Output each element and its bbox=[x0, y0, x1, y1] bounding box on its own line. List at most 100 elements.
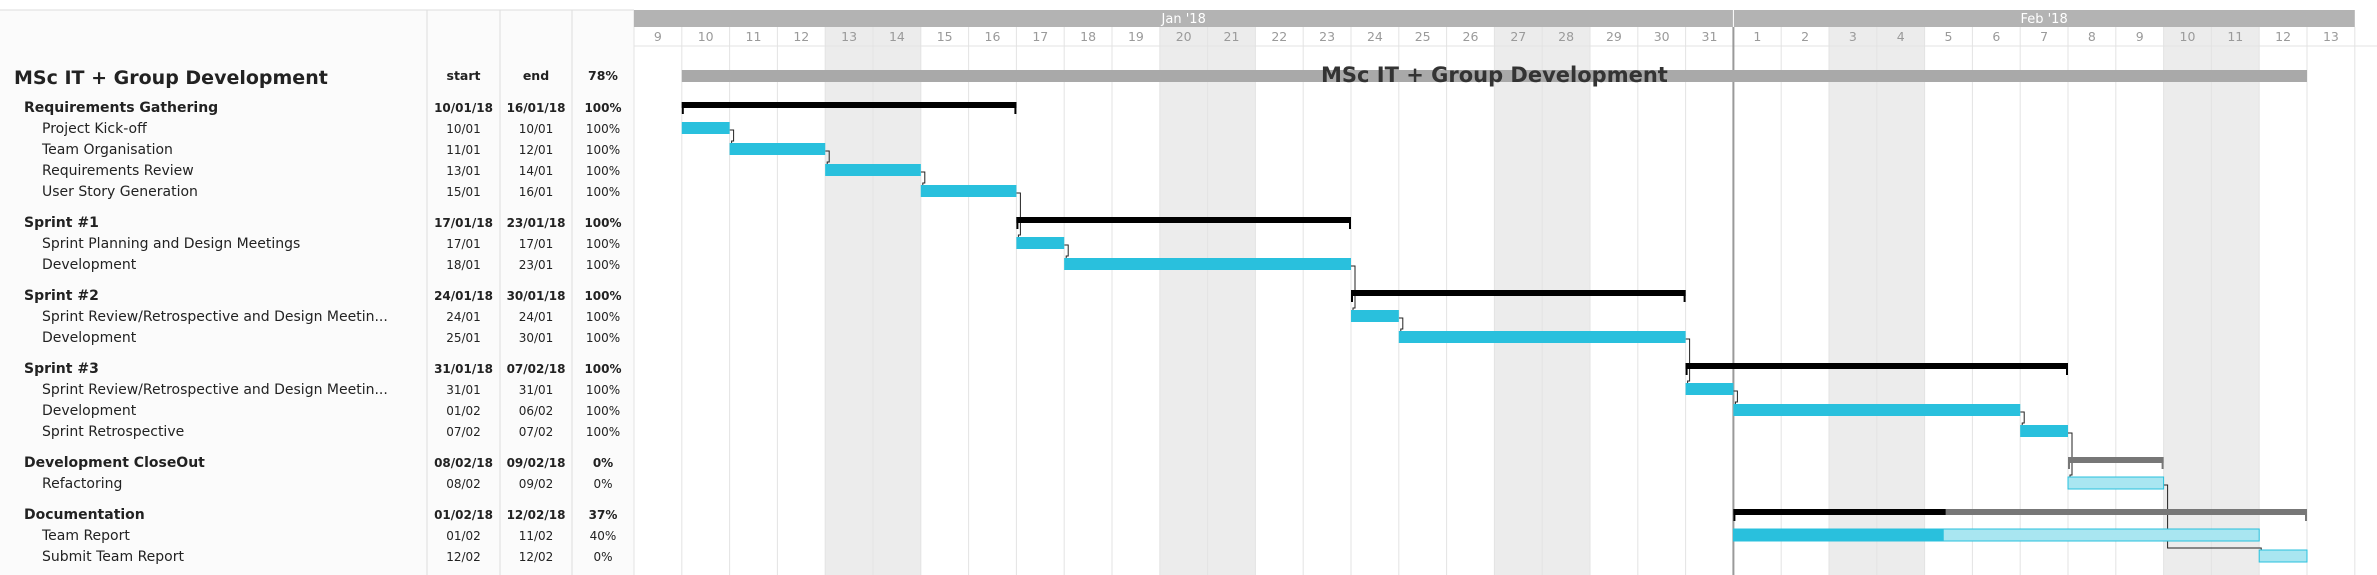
day-tick-label: 26 bbox=[1463, 29, 1479, 44]
end-date: 12/02/18 bbox=[507, 508, 566, 522]
group-bar[interactable] bbox=[1733, 509, 2307, 515]
weekend-shade bbox=[2211, 27, 2260, 575]
day-tick-label: 14 bbox=[889, 29, 905, 44]
month-label: Jan '18 bbox=[1161, 12, 1206, 27]
task-bar-progress bbox=[920, 185, 1017, 197]
day-tick-label: 7 bbox=[2040, 29, 2048, 44]
progress-value: 100% bbox=[586, 404, 620, 418]
column-header-progress: 78% bbox=[588, 68, 618, 83]
day-tick-label: 15 bbox=[937, 29, 953, 44]
day-tick-label: 13 bbox=[841, 29, 857, 44]
dependency-connector bbox=[1733, 390, 1738, 406]
task-bar[interactable] bbox=[2258, 549, 2308, 563]
dependency-connector bbox=[920, 171, 926, 187]
project-summary-bar[interactable] bbox=[681, 70, 2307, 82]
end-date: 23/01/18 bbox=[507, 216, 566, 230]
task-bar-progress bbox=[2020, 425, 2068, 437]
progress-value: 100% bbox=[586, 383, 620, 397]
day-tick-label: 2 bbox=[1801, 29, 1809, 44]
group-bar-start-cap bbox=[1351, 290, 1353, 302]
day-tick-label: 23 bbox=[1319, 29, 1335, 44]
group-bar-end-cap bbox=[1683, 290, 1686, 302]
task-name: Submit Team Report bbox=[42, 549, 184, 565]
day-tick-label: 19 bbox=[1128, 29, 1144, 44]
weekend-shade bbox=[1876, 27, 1925, 575]
day-tick-label: 29 bbox=[1606, 29, 1622, 44]
start-date: 11/01 bbox=[446, 143, 481, 157]
progress-value: 100% bbox=[584, 101, 621, 115]
group-bar-progress bbox=[1733, 509, 1946, 515]
start-date: 08/02 bbox=[446, 477, 481, 491]
progress-value: 100% bbox=[586, 164, 620, 178]
group-bar-end-cap bbox=[1014, 102, 1017, 114]
column-header-start: start bbox=[447, 68, 481, 83]
day-tick-label: 31 bbox=[1702, 29, 1718, 44]
start-date: 13/01 bbox=[446, 164, 481, 178]
day-tick-label: 28 bbox=[1558, 29, 1574, 44]
project-name: MSc IT + Group Development bbox=[14, 67, 328, 89]
task-bar-progress bbox=[1064, 258, 1351, 270]
task-row[interactable]: Sprint Review/Retrospective and Design M… bbox=[42, 309, 620, 325]
day-tick-label: 1 bbox=[1753, 29, 1761, 44]
progress-value: 100% bbox=[586, 310, 620, 324]
dependency-connector bbox=[729, 129, 735, 145]
task-name: Development bbox=[42, 403, 137, 419]
start-date: 12/02 bbox=[446, 550, 481, 564]
dependency-connector bbox=[1398, 317, 1404, 333]
day-tick-label: 24 bbox=[1367, 29, 1383, 44]
progress-value: 0% bbox=[593, 456, 613, 470]
group-bar-start-cap bbox=[1733, 509, 1736, 521]
weekend-shade bbox=[1494, 27, 1543, 575]
progress-value: 0% bbox=[593, 477, 612, 491]
start-date: 17/01/18 bbox=[434, 216, 493, 230]
start-date: 10/01/18 bbox=[434, 101, 493, 115]
progress-value: 100% bbox=[586, 331, 620, 345]
weekend-shade bbox=[825, 27, 873, 575]
end-date: 07/02 bbox=[519, 425, 554, 439]
task-bar-progress bbox=[825, 164, 921, 176]
task-name: Team Organisation bbox=[41, 142, 173, 158]
end-date: 17/01 bbox=[519, 237, 554, 251]
task-name: Sprint Retrospective bbox=[42, 424, 184, 440]
progress-value: 40% bbox=[590, 529, 617, 543]
dependency-connector bbox=[2020, 411, 2025, 427]
task-bar[interactable] bbox=[2067, 476, 2165, 490]
group-bar[interactable] bbox=[2068, 457, 2164, 463]
column-header-end: end bbox=[523, 68, 549, 83]
group-name: Development CloseOut bbox=[24, 455, 205, 471]
day-tick-label: 25 bbox=[1415, 29, 1431, 44]
task-name: Sprint Review/Retrospective and Design M… bbox=[42, 309, 388, 325]
progress-value: 100% bbox=[586, 122, 620, 136]
day-tick-label: 21 bbox=[1224, 29, 1240, 44]
day-tick-label: 9 bbox=[2136, 29, 2144, 44]
group-bar-start-cap bbox=[1016, 217, 1019, 229]
dependency-connector bbox=[2163, 484, 2262, 552]
task-row[interactable]: Sprint Review/Retrospective and Design M… bbox=[42, 382, 620, 398]
end-date: 30/01 bbox=[519, 331, 554, 345]
start-date: 31/01 bbox=[446, 383, 481, 397]
group-bar-start-cap bbox=[2068, 457, 2070, 469]
task-name: Refactoring bbox=[42, 476, 122, 492]
chart-title: MSc IT + Group Development bbox=[1321, 63, 1668, 87]
weekend-shade bbox=[1159, 27, 1208, 575]
start-date: 15/01 bbox=[446, 185, 481, 199]
progress-value: 37% bbox=[589, 508, 618, 522]
